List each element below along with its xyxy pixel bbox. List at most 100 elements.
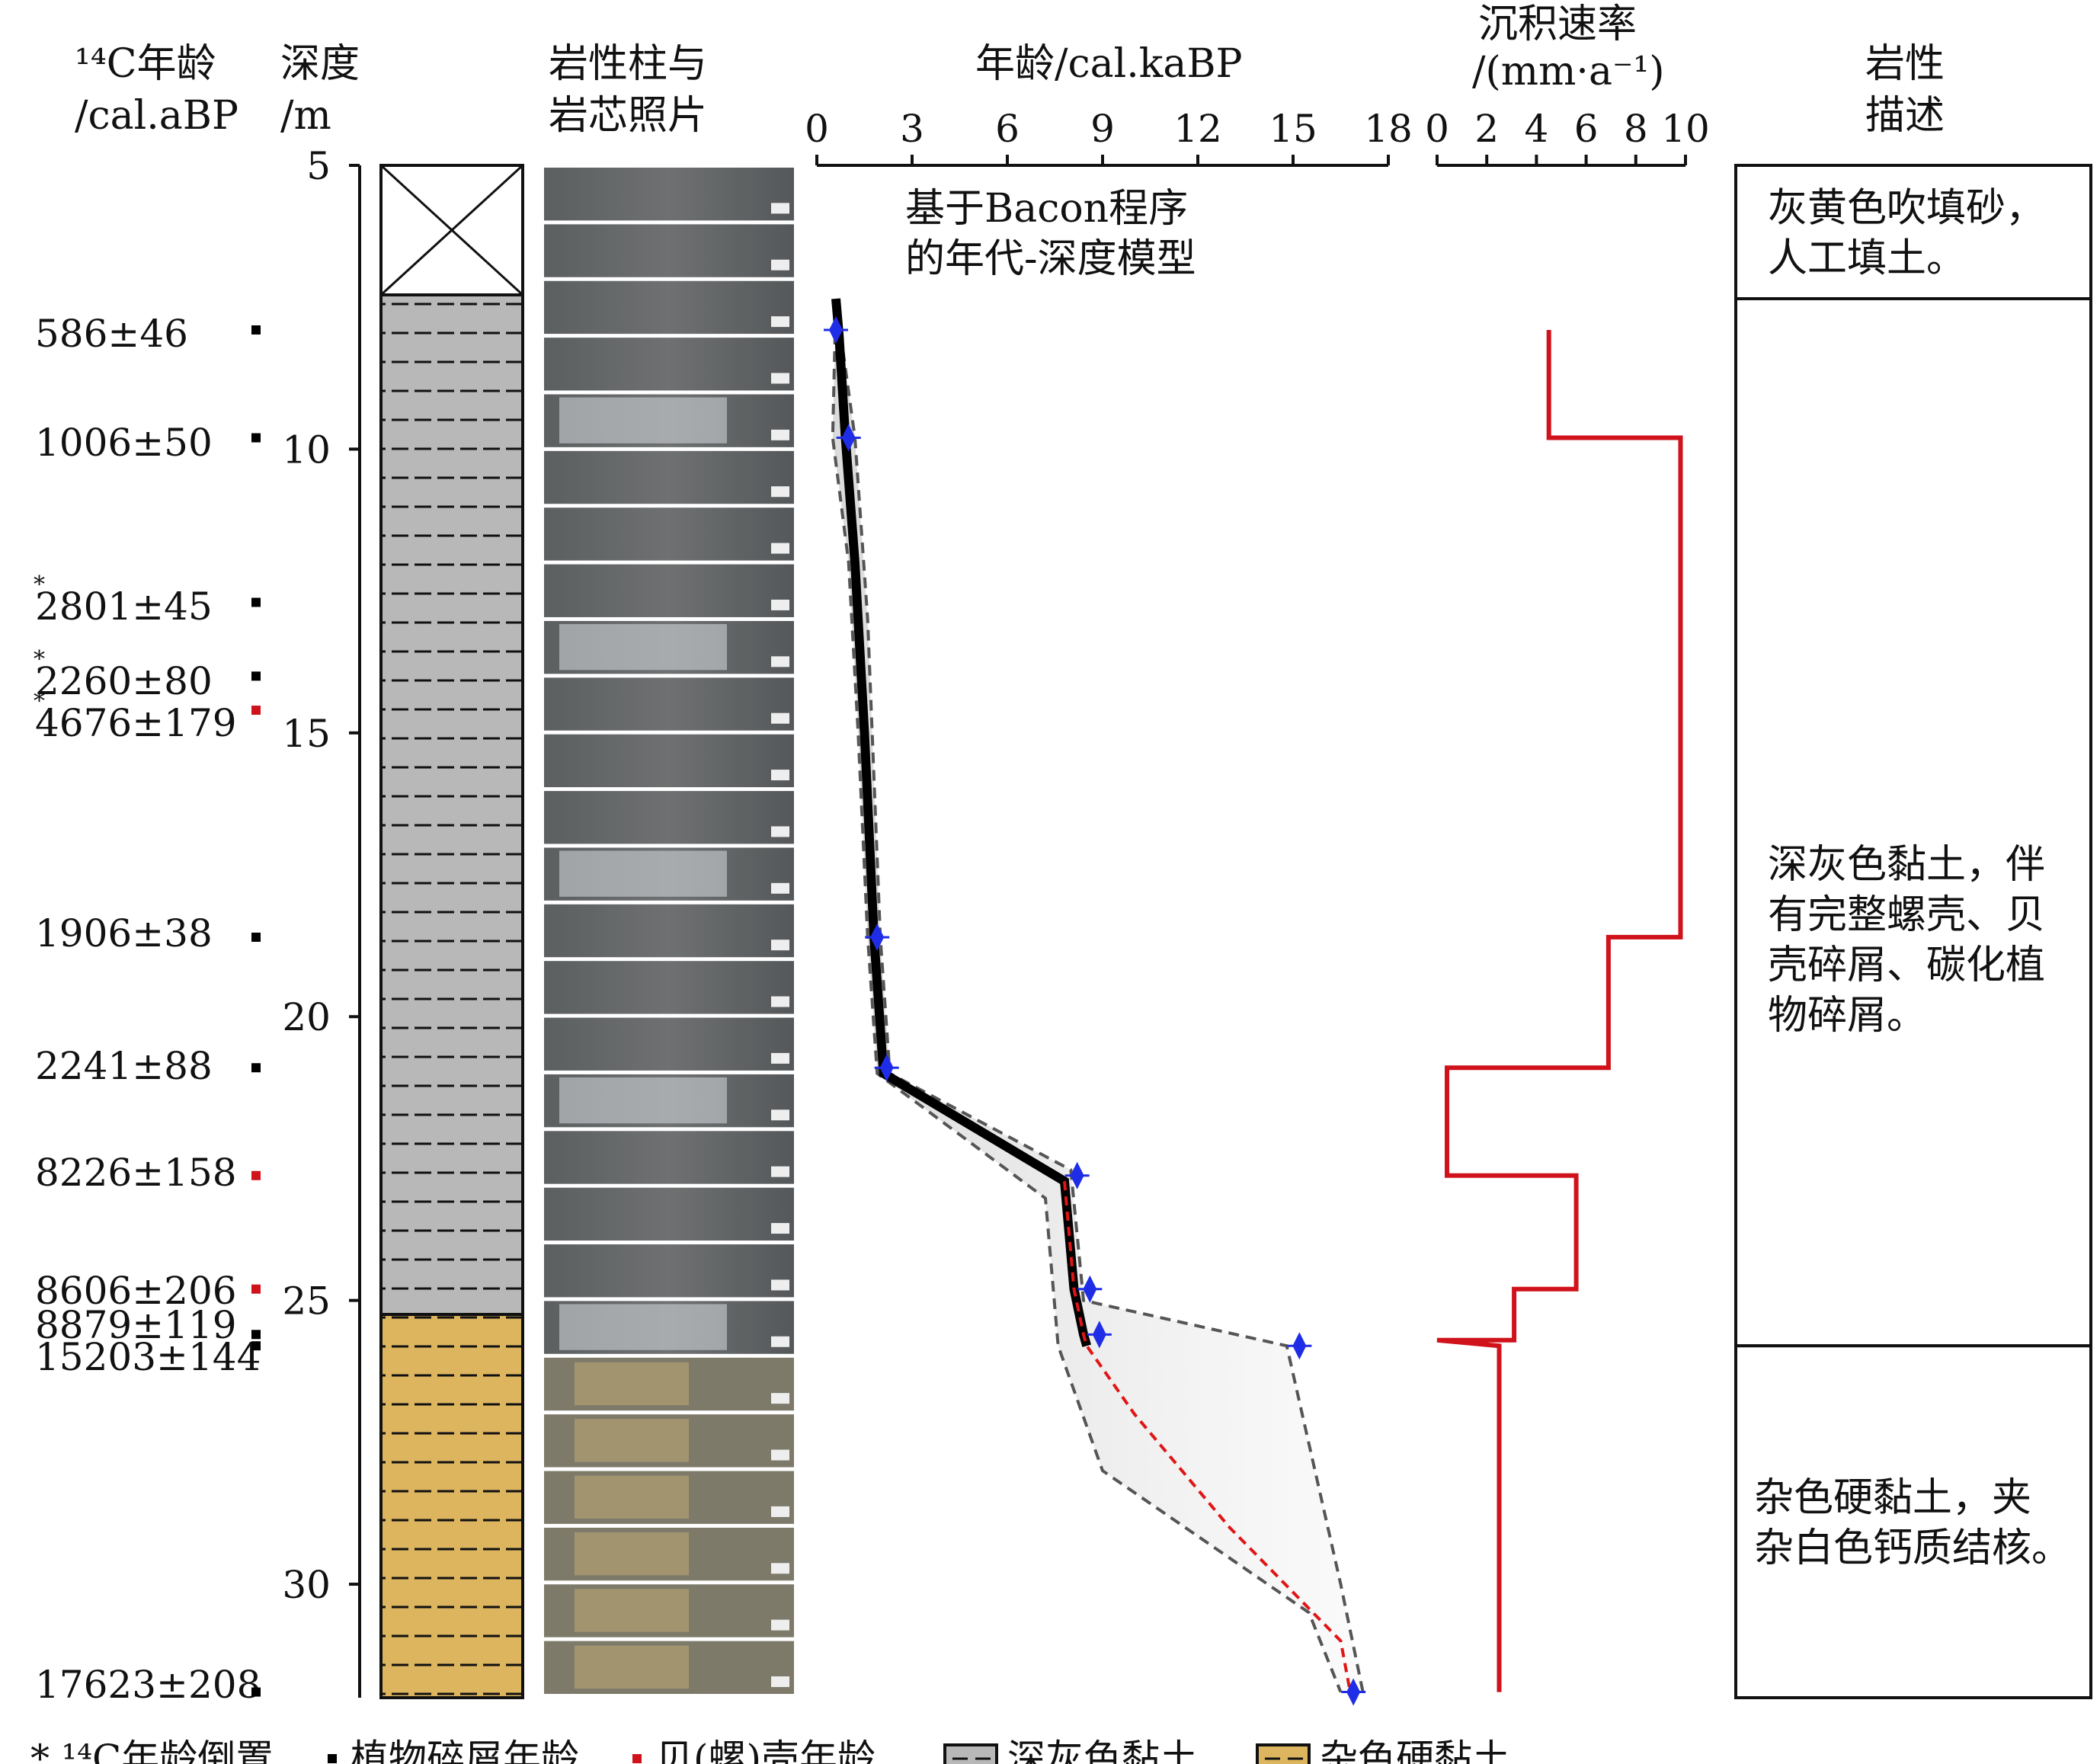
age-tick-label: 18	[1364, 107, 1413, 151]
plant-date-marker	[251, 597, 261, 607]
core-photo-tag	[771, 996, 789, 1007]
plant-date-marker	[251, 1341, 261, 1351]
date-label: 8226±158	[35, 1151, 237, 1195]
date-label: 2241±88	[35, 1044, 213, 1088]
core-photo-tag	[771, 826, 789, 837]
depth-tick-label: 5	[306, 144, 331, 188]
core-photo-row	[544, 677, 794, 731]
age-tick-label: 6	[995, 107, 1020, 151]
age-depth-model	[824, 298, 1366, 1706]
header-depth: 深度	[280, 41, 360, 87]
description-box	[1734, 164, 2092, 301]
description-line: 杂白色钙质结核。	[1754, 1525, 2071, 1571]
plant-date-marker	[251, 1687, 261, 1697]
description-line: 物碎屑。	[1768, 993, 1926, 1039]
header-desc-1: 岩性	[1865, 41, 1945, 87]
legend-reversed: * ¹⁴C年龄倒置	[30, 1737, 274, 1764]
core-photo-row	[544, 564, 794, 617]
date-label: 15203±144	[35, 1335, 261, 1379]
plant-date-marker	[251, 1330, 261, 1340]
plant-date-marker	[251, 932, 261, 942]
rate-tick-label: 0	[1425, 107, 1449, 151]
description-line: 有完整螺壳、贝	[1768, 892, 2045, 938]
core-photo-row	[544, 224, 794, 277]
core-photo-row	[544, 1187, 794, 1241]
date-label: 17623±208	[35, 1663, 261, 1707]
core-photo-tag	[771, 1223, 789, 1234]
core-photo-tag	[771, 1676, 789, 1687]
header-c14-age: ¹⁴C年龄	[75, 41, 216, 87]
legend-plant: 植物碎屑年龄	[351, 1737, 579, 1764]
date-entry: 15203±144	[35, 1335, 261, 1379]
core-photo-row	[544, 734, 794, 788]
core-photo-patch	[575, 1589, 689, 1632]
header-rate-2: /(mm·a⁻¹)	[1472, 49, 1665, 94]
core-photo-tag	[771, 712, 789, 724]
core-photo-row	[544, 904, 794, 958]
core-photo-tag	[771, 1506, 789, 1517]
date-entry: *4676±179	[34, 688, 261, 745]
core-photo-tag	[771, 1449, 789, 1461]
description-box	[1734, 1344, 2092, 1700]
description-box	[1734, 297, 2092, 1348]
legend-grey-clay: 深灰色黏土	[1007, 1737, 1198, 1764]
rate-tick-label: 8	[1624, 107, 1648, 151]
core-photo-row	[544, 338, 794, 391]
core-photo-tag	[771, 486, 789, 498]
plant-date-marker	[251, 433, 261, 443]
shell-date-marker	[251, 706, 261, 716]
model-envelope	[832, 299, 1363, 1692]
date-label: 2801±45	[35, 584, 213, 629]
model-note-1: 基于Bacon程序	[905, 186, 1189, 232]
core-photo-tag	[771, 203, 789, 214]
date-entry: 586±46	[35, 312, 261, 356]
core-photo-tag	[771, 1336, 789, 1347]
description-line: 人工填土。	[1768, 236, 1966, 282]
model-upper-bound	[834, 298, 1365, 1693]
core-photo-gap	[559, 850, 727, 897]
legend-plant-marker	[328, 1754, 337, 1763]
core-photo-tag	[771, 770, 789, 781]
date-label: 2260±80	[35, 659, 213, 703]
date-entry: 1906±38	[35, 911, 261, 956]
rate-tick-label: 6	[1574, 107, 1599, 151]
plant-date-marker	[251, 671, 261, 681]
core-photo-tag	[771, 1619, 789, 1631]
core-photo-gap	[559, 1077, 727, 1124]
date-entry: 8606±206	[35, 1269, 261, 1313]
header-lithology-1: 岩性柱与	[549, 41, 708, 87]
model-note-2: 的年代-深度模型	[905, 236, 1196, 282]
core-photo-tag	[771, 1052, 789, 1064]
core-photo-tag	[771, 543, 789, 554]
legend-shell: 贝(螺)壳年龄	[655, 1737, 876, 1764]
header-age-axis: 年龄/cal.kaBP	[975, 41, 1243, 87]
depth-tick-label: 15	[282, 712, 331, 756]
description-line: 壳碎屑、碳化植	[1768, 943, 2045, 988]
core-photo-gap	[559, 397, 727, 443]
core-photo-gap	[559, 1304, 727, 1350]
header-rate-1: 沉积速率	[1478, 2, 1637, 47]
description-line: 深灰色黏土，伴	[1768, 842, 2045, 888]
core-photo-tag	[771, 316, 789, 328]
date-label: 8879±119	[35, 1303, 237, 1347]
rate-tick-label: 2	[1474, 107, 1499, 151]
header-lithology-2: 岩芯照片	[549, 93, 708, 139]
core-photo-row	[544, 791, 794, 844]
depth-tick-label: 25	[282, 1279, 331, 1324]
date-label: 8606±206	[35, 1269, 237, 1313]
core-photo-tag	[771, 1563, 789, 1574]
description-line: 灰黄色吹填砂，	[1768, 186, 2045, 232]
depth-tick-label: 10	[282, 427, 331, 472]
core-photo-row	[544, 507, 794, 561]
date-entry: *2260±80	[34, 646, 261, 703]
age-tick-label: 0	[805, 107, 829, 151]
core-photo-tag	[771, 940, 789, 951]
core-photo-row	[544, 168, 794, 221]
date-label: 1906±38	[35, 911, 213, 956]
rate-tick-label: 4	[1524, 107, 1548, 151]
legend-hard-clay: 杂色硬黏土	[1320, 1737, 1510, 1764]
header-depth-unit: /m	[280, 93, 331, 139]
grey-clay-unit	[379, 293, 524, 1316]
core-photo-tag	[771, 1279, 789, 1291]
